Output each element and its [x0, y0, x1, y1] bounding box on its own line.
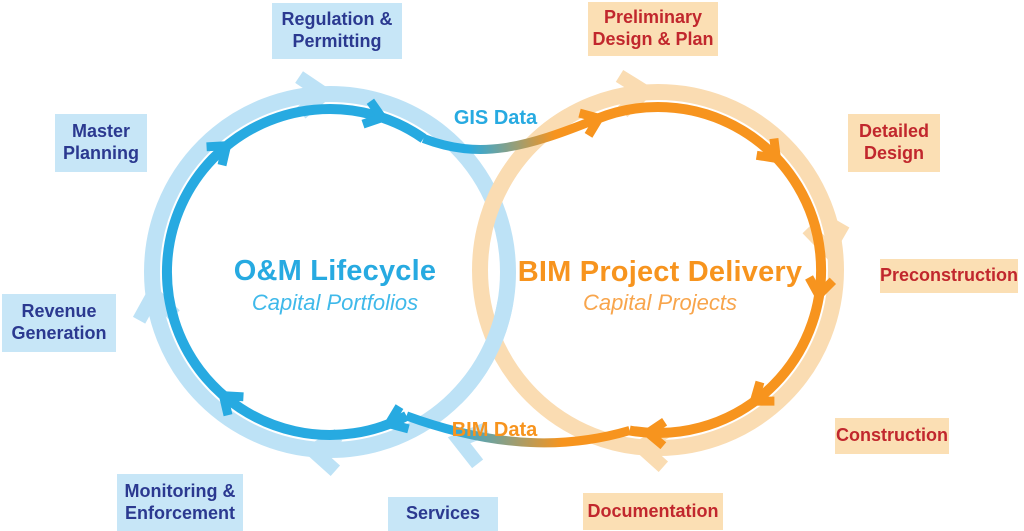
- stage-detailed-design: Detailed Design: [848, 114, 940, 172]
- bim-data-flow-arc: [404, 411, 631, 448]
- om-cycle-arrows: [206, 98, 410, 434]
- flow-arrow-icon: [578, 108, 606, 138]
- gis-data-label: GIS Data: [453, 107, 538, 129]
- flow-arrow-icon: [805, 275, 837, 303]
- flow-arrow-icon: [301, 428, 343, 476]
- flow-arrow-icon: [755, 138, 782, 164]
- bim-cycle-arrows: [578, 108, 837, 450]
- stage-revenue-generation: Revenue Generation: [2, 294, 116, 352]
- om-cycle-title: O&M Lifecycle: [233, 255, 437, 287]
- stage-preconstruction: Preconstruction: [880, 259, 1018, 293]
- om-light-ring-overlap: [450, 301, 514, 404]
- flow-arrow-icon: [748, 380, 775, 406]
- om-cycle-arc: [162, 104, 427, 440]
- stage-documentation: Documentation: [583, 493, 723, 530]
- bim-light-ring: [472, 84, 844, 456]
- flow-arrow-icon: [382, 404, 410, 434]
- flow-arrow-icon: [640, 418, 668, 450]
- bim-cycle-title: BIM Project Delivery: [517, 256, 803, 288]
- om-cycle-subtitle: Capital Portfolios: [251, 290, 419, 315]
- stage-regulation-permitting: Regulation & Permitting: [272, 3, 402, 59]
- bim-cycle-arc: [595, 101, 827, 438]
- gis-data-flow-arc: [421, 114, 599, 154]
- flow-arrow-icon: [206, 140, 233, 167]
- bim-cycle-subtitle: Capital Projects: [582, 290, 738, 315]
- bim-data-label: BIM Data: [451, 419, 538, 441]
- flow-arrow-icon: [361, 98, 390, 129]
- stage-monitoring-enforcement: Monitoring & Enforcement: [117, 474, 243, 531]
- stage-construction: Construction: [835, 418, 949, 454]
- stage-services: Services: [388, 497, 498, 531]
- stage-preliminary-design-plan: Preliminary Design & Plan: [588, 2, 718, 56]
- stage-master-planning: Master Planning: [55, 114, 147, 172]
- flow-arrow-icon: [217, 390, 244, 417]
